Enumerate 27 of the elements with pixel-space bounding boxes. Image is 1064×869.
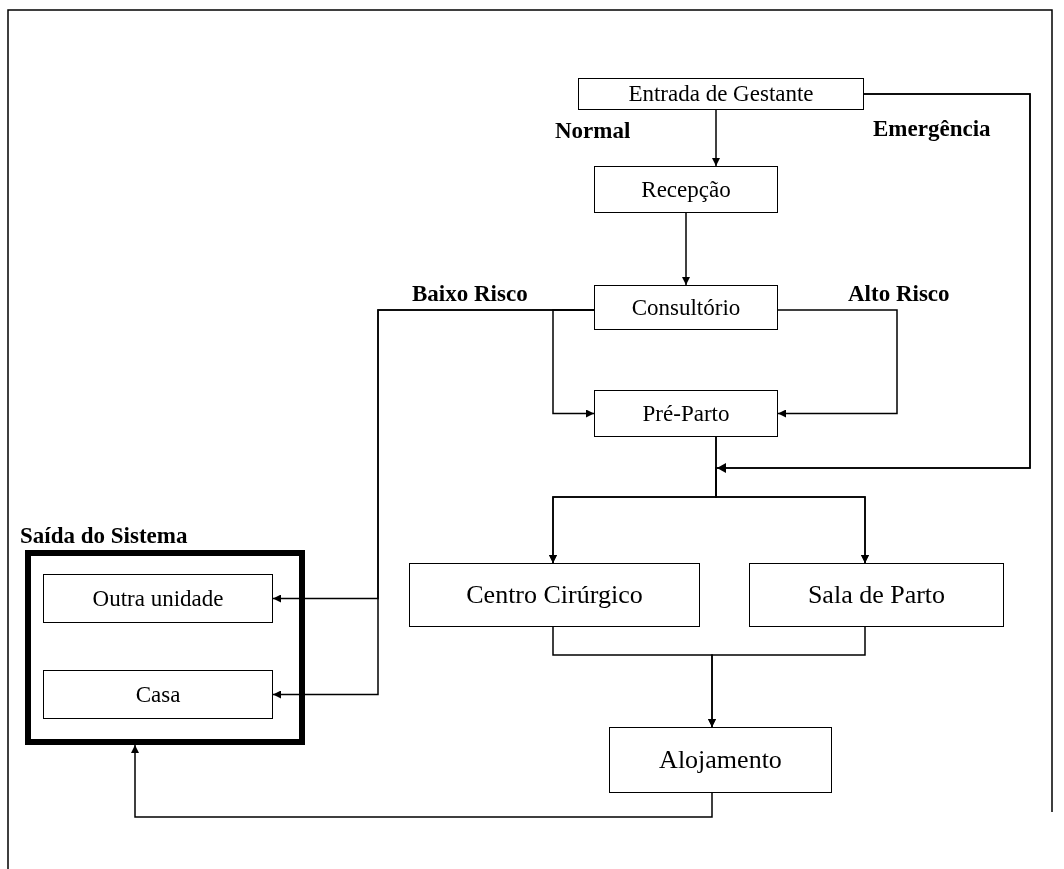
- process-box: [409, 563, 700, 627]
- process-box: [43, 670, 273, 719]
- box-text: Consultório: [631, 294, 741, 321]
- box-text: Pré-Parto: [642, 400, 730, 427]
- box-text: Entrada de Gestante: [628, 81, 814, 107]
- box-text: Recepção: [641, 176, 731, 203]
- process-box: [578, 78, 864, 110]
- group-heading: Saída do Sistema: [20, 523, 188, 549]
- box-text: Casa: [135, 681, 181, 708]
- arrow: [682, 212, 690, 286]
- arrow: [712, 109, 720, 167]
- box-text: Alojamento: [659, 745, 782, 775]
- process-box: [594, 166, 778, 213]
- box-text: Centro Cirúrgico: [466, 580, 643, 610]
- process-box: [43, 574, 273, 623]
- process-box: [609, 727, 832, 793]
- process-box: [749, 563, 1004, 627]
- arrow: [272, 309, 595, 699]
- process-box: [594, 285, 778, 330]
- arrow: [777, 309, 898, 418]
- box-text: Outra unidade: [92, 585, 224, 612]
- arrow: [552, 309, 595, 418]
- arrow: [715, 93, 1031, 564]
- box-text: Sala de Parto: [807, 580, 946, 610]
- process-box: [594, 390, 778, 437]
- arrow: [131, 744, 713, 818]
- arrow: [708, 626, 866, 728]
